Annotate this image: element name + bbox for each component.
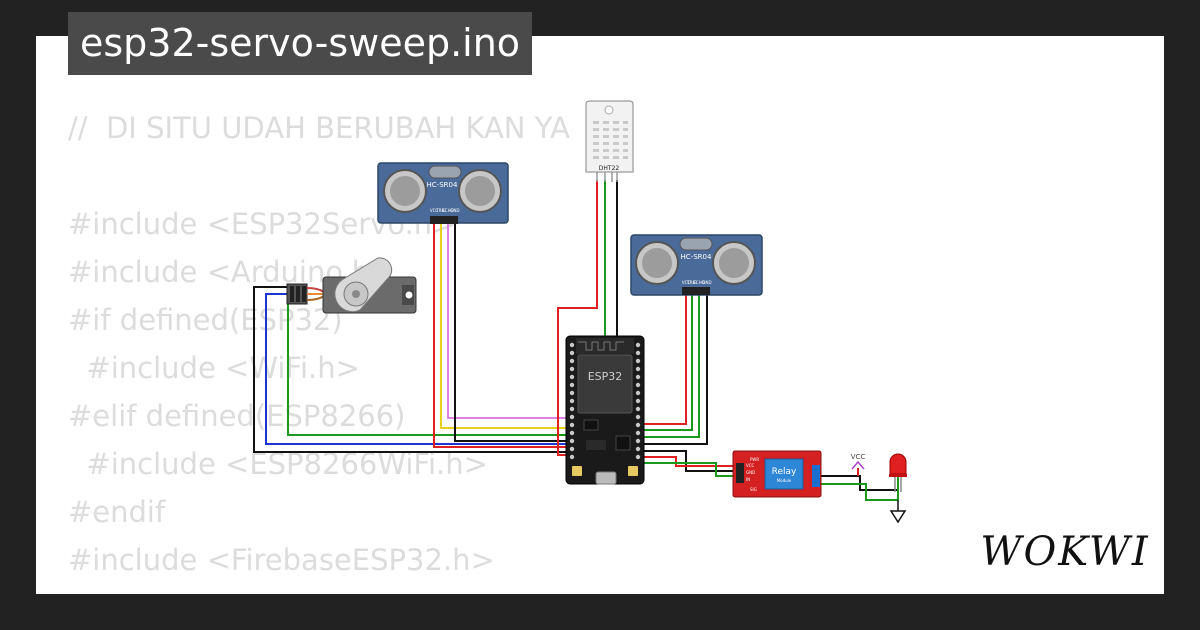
code-line: #endif (68, 495, 166, 529)
relay-sublabel: Module (777, 478, 792, 483)
wire-servo-blue (265, 293, 566, 445)
ultrasonic-1-pin-gnd: GND (450, 208, 459, 213)
ultrasonic-sensor-1[interactable]: HC-SR04 VCC TRIG ECHO GND (377, 162, 509, 224)
code-line: #include <WiFi.h> (68, 351, 360, 385)
wire-relay-out-green (820, 483, 898, 501)
wire-us1-pink (447, 224, 566, 419)
ultrasonic-2-label: HC-SR04 (681, 253, 712, 261)
wire-us2-green (644, 294, 693, 431)
vcc-label: VCC (851, 453, 866, 461)
esp32-pins-right (635, 342, 641, 460)
wire-relay-black (644, 450, 738, 472)
ultrasonic-1-label: HC-SR04 (427, 181, 458, 189)
dht22-sensor[interactable]: DHT22 (585, 100, 634, 182)
ultrasonic-1-pin-trig: TRIG (435, 208, 446, 213)
code-line: // DI SITU UDAH BERUBAH KAN YA (68, 111, 571, 145)
servo-motor[interactable] (286, 257, 417, 314)
code-line: #include <Arduino.h> (68, 255, 395, 289)
code-editor: // DI SITU UDAH BERUBAH KAN YA #include <… (68, 104, 570, 594)
esp32-pins-left (569, 342, 575, 460)
esp32-label: ESP32 (588, 370, 623, 383)
dht22-label: DHT22 (599, 165, 620, 172)
wire-us2-green-2 (644, 294, 700, 438)
wokwi-logo: WOKWI (972, 524, 1158, 580)
wire-relay-red (644, 456, 738, 467)
file-tab-title: esp32-servo-sweep.ino (68, 12, 533, 75)
wire-us2-black (644, 294, 708, 445)
ultrasonic-2-pin-gnd: GND (702, 280, 711, 285)
wires (253, 180, 899, 501)
relay-pin-sig: SIG (750, 487, 757, 492)
wire-us1-yellow (440, 224, 566, 429)
relay-pin-in: IN (746, 477, 750, 482)
code-line: #include <HTTPClient.h> (68, 584, 570, 594)
relay-pin-pwr: PWR (750, 457, 759, 462)
red-led[interactable] (889, 453, 907, 492)
wire-us1-black (454, 224, 566, 442)
wire-servo-green (287, 300, 566, 436)
esp32-board[interactable]: ESP32 (565, 335, 645, 485)
vcc-symbol: VCC (851, 453, 866, 470)
code-line: #elif defined(ESP8266) (68, 399, 406, 433)
relay-module[interactable]: Relay Module PWR VCC GND IN SIG (732, 450, 822, 498)
relay-pin-gnd: GND (746, 470, 755, 475)
wire-us2-red (644, 294, 687, 425)
ultrasonic-2-pin-vcc: VCC (682, 280, 691, 285)
ultrasonic-2-pin-echo: ECHO (693, 280, 704, 285)
ultrasonic-2-pin-trig: TRIG (686, 280, 697, 285)
wire-servo-black (253, 286, 566, 453)
code-line: #include <ESP32Servo.h> (68, 207, 457, 241)
relay-pin-vcc: VCC (746, 463, 755, 468)
ultrasonic-1-pin-echo: ECHO (442, 208, 453, 213)
ultrasonic-sensor-2[interactable]: HC-SR04 VCC TRIG ECHO GND (630, 234, 763, 296)
wire-us1-red (433, 224, 566, 448)
wire-relay-green (644, 462, 738, 477)
ultrasonic-1-pin-vcc: VCC (430, 208, 439, 213)
wire-dht-red (557, 180, 598, 456)
ground-symbol (889, 500, 907, 524)
relay-label: Relay (772, 467, 797, 477)
code-line: #if defined(ESP32) (68, 303, 343, 337)
code-line: #include <FirebaseESP32.h> (68, 543, 495, 577)
